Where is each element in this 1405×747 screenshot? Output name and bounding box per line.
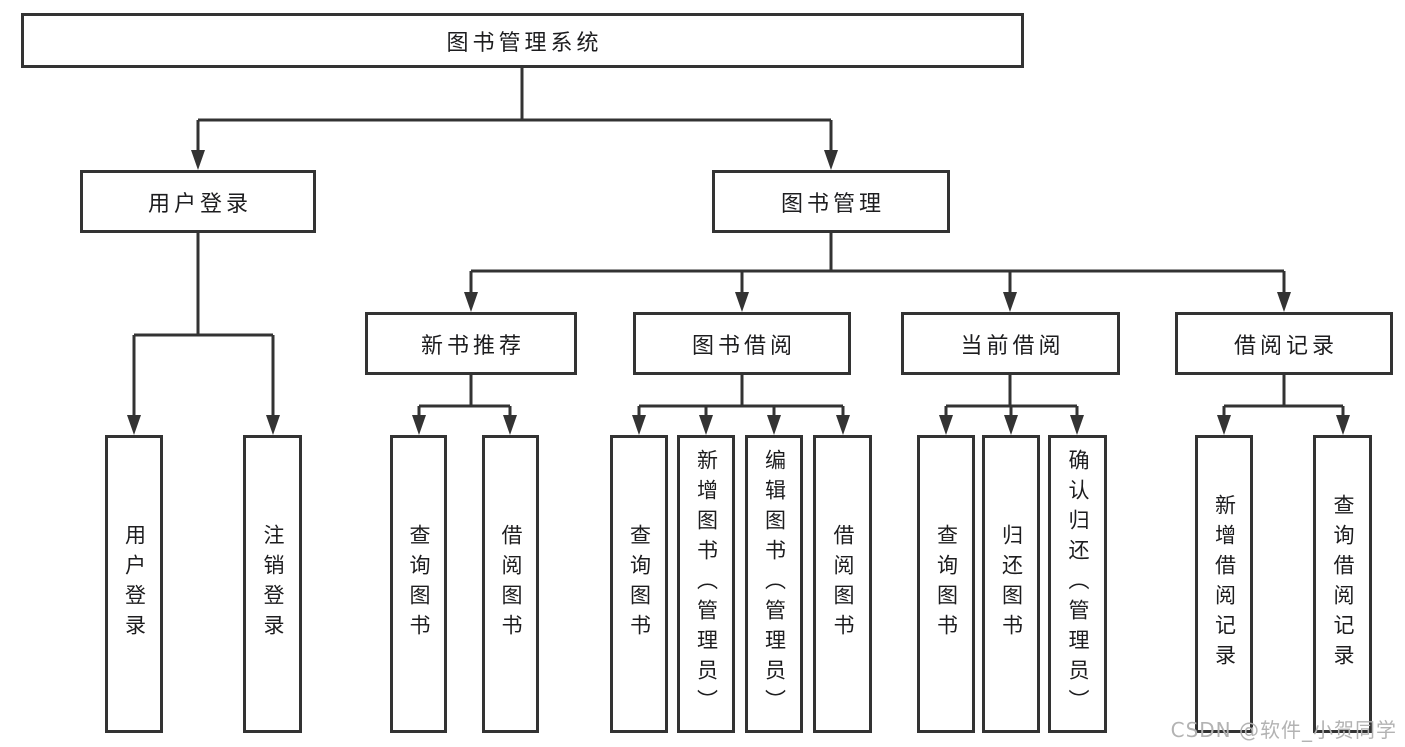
csdn-watermark: CSDN @软件_小贺同学 [1170,718,1397,742]
node-label: 图书管理 [780,191,885,217]
node-label: 查询借阅记录 [1331,494,1355,674]
node-label: 借阅图书 [831,524,855,644]
node-label: 借阅图书 [499,524,523,644]
node-user-login: 用户登录 [80,170,316,233]
leaf-logout: 注销登录 [243,435,302,733]
leaf-recommend-query-books: 查询图书 [390,435,447,733]
node-new-book-recommend: 新书推荐 [365,312,577,375]
node-book-borrowing: 图书借阅 [633,312,851,375]
node-borrowing-records: 借阅记录 [1175,312,1393,375]
node-label: 注销登录 [261,524,285,644]
node-current-borrowing: 当前借阅 [901,312,1120,375]
node-label: 查询图书 [934,524,959,644]
node-label: 图书管理系统 [446,30,603,56]
node-label: 用户登录 [122,524,147,644]
leaf-current-return-books: 归还图书 [982,435,1040,733]
node-label: 借阅记录 [1233,333,1338,359]
node-label: 当前借阅 [960,333,1065,359]
node-label: 确认归还（管理员） [1066,449,1090,719]
leaf-borrowing-query-books: 查询图书 [610,435,668,733]
leaf-borrowing-add-books-admin: 新增图书（管理员） [677,435,735,733]
node-label: 查询图书 [627,524,652,644]
node-library-management-system: 图书管理系统 [21,13,1024,68]
node-label: 编辑图书（管理员） [762,449,787,719]
leaf-current-confirm-return-admin: 确认归还（管理员） [1048,435,1107,733]
leaf-records-add-borrowing: 新增借阅记录 [1195,435,1253,733]
node-label: 查询图书 [407,524,431,644]
node-label: 新增借阅记录 [1212,494,1237,674]
node-label: 图书借阅 [691,333,796,359]
tree-connector-path [132,68,1345,418]
leaf-user-login: 用户登录 [105,435,163,733]
leaf-recommend-borrow-books: 借阅图书 [482,435,539,733]
node-label: 归还图书 [999,524,1024,644]
node-label: 用户登录 [147,191,252,217]
leaf-borrowing-edit-books-admin: 编辑图书（管理员） [745,435,803,733]
leaf-borrowing-borrow-books: 借阅图书 [813,435,872,733]
leaf-current-query-books: 查询图书 [917,435,975,733]
leaf-records-query-borrowing: 查询借阅记录 [1313,435,1372,733]
node-book-management: 图书管理 [712,170,950,233]
node-label: 新增图书（管理员） [694,449,719,719]
node-label: 新书推荐 [420,333,525,359]
arrowheads [127,150,1350,435]
